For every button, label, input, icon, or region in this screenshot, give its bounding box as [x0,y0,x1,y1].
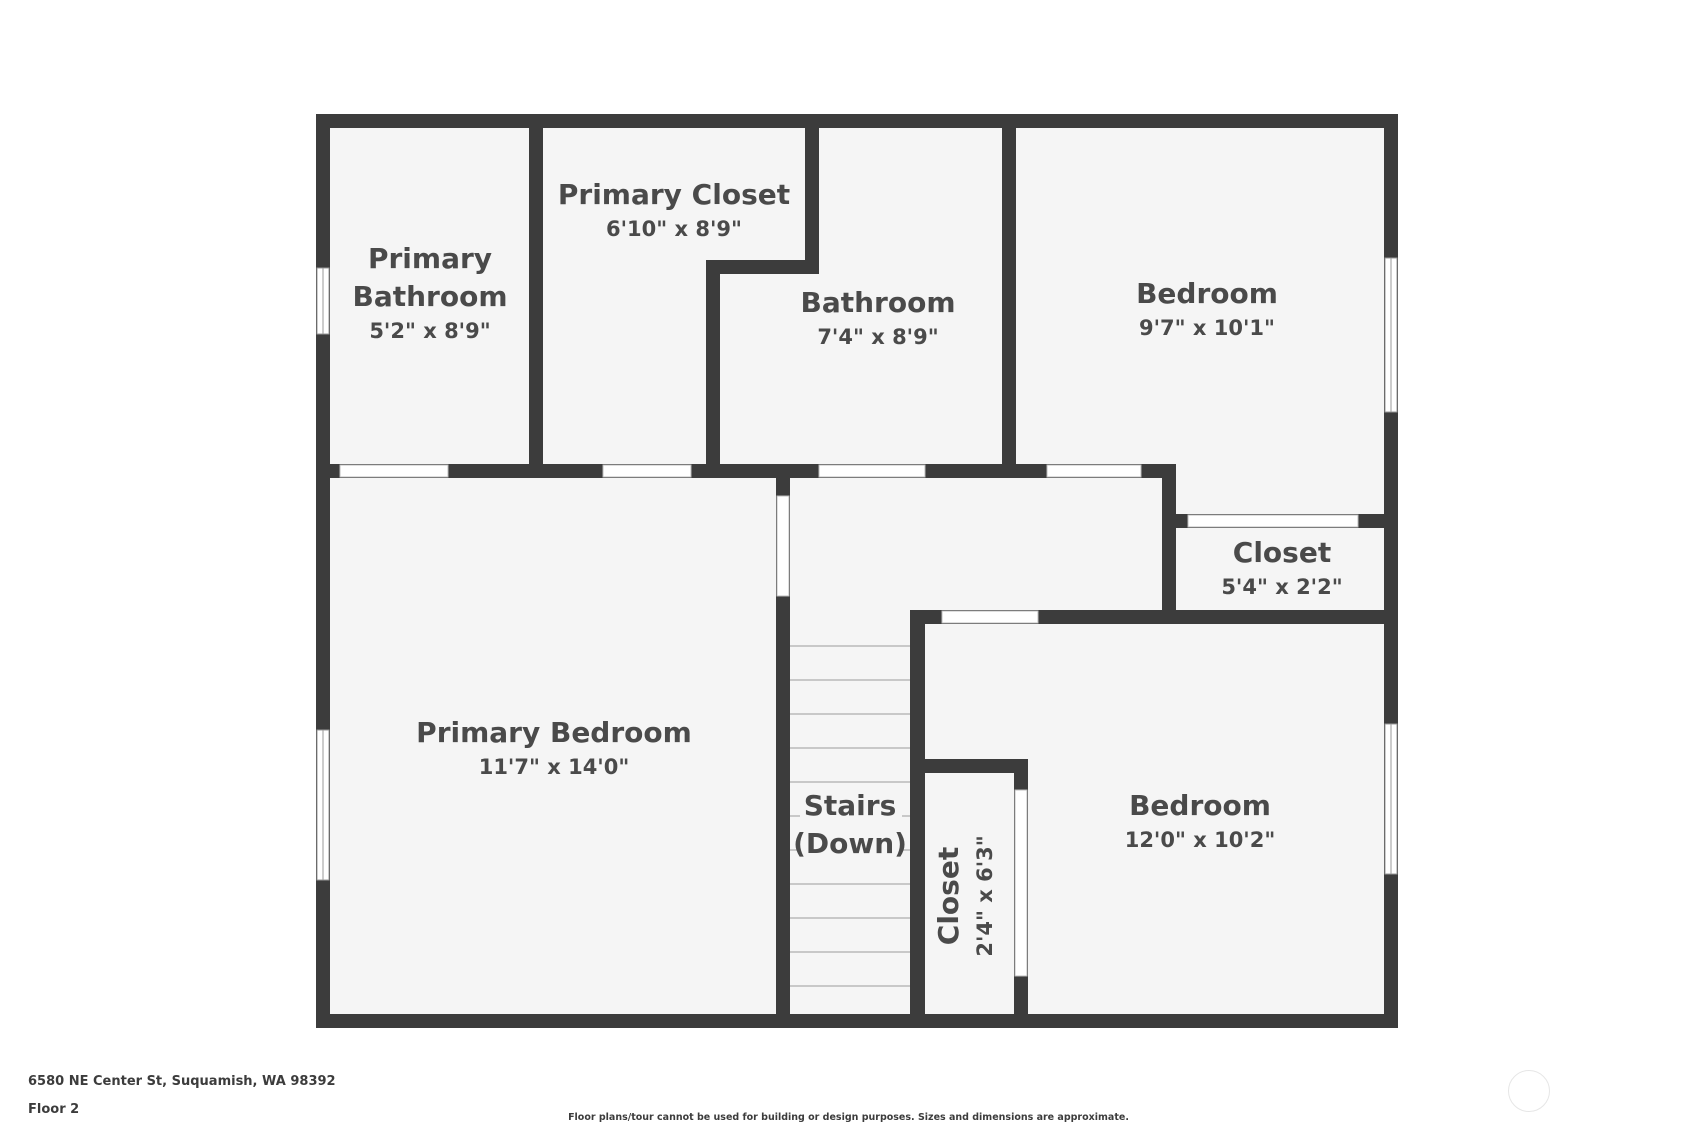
property-address: 6580 NE Center St, Suquamish, WA 98392 [28,1074,336,1089]
wall-closet-notch [706,260,819,274]
room-dims-bedroom-top: 9'7" x 10'1" [1139,316,1275,340]
room-dims-primary-closet: 6'10" x 8'9" [606,217,742,241]
room-label-primary-closet: Primary Closet [558,178,790,211]
floor-bathroom-notch [720,274,819,464]
floor-bedroom-bottom [925,624,1384,759]
floor-hallway [790,478,1162,610]
room-label-primary-bedroom: Primary Bedroom [416,716,692,749]
room-dims-bathroom: 7'4" x 8'9" [817,325,938,349]
room-dims-primary-bathroom: 5'2" x 8'9" [369,319,490,343]
floor-indicator: Floor 2 [28,1102,80,1117]
room-label-stairs-1: Stairs [804,789,897,822]
room-label-closet-small: Closet [932,847,965,945]
room-dims-bedroom-bottom: 12'0" x 10'2" [1125,828,1276,852]
windows [316,257,1398,881]
compass-icon [1508,1070,1550,1112]
disclaimer-text: Floor plans/tour cannot be used for buil… [568,1112,1129,1123]
door-openings [339,464,1359,977]
wall-closet-notch-vert [706,260,720,464]
room-dims-closet-small: 2'4" x 6'3" [973,835,997,956]
room-label-bedroom-bottom: Bedroom [1129,789,1271,822]
floor-primary-bathroom [330,128,529,464]
room-label-closet-right: Closet [1233,536,1331,569]
floor-bedroom-bottom-main [1028,759,1384,1014]
room-label-bathroom: Bathroom [800,286,955,319]
floor-closet-small [925,773,1014,1014]
room-label-stairs-2: (Down) [793,827,907,860]
floor-bathroom [819,128,1002,464]
floor-bedroom-top-ext [1176,464,1384,514]
floor-closet-right [1176,528,1384,610]
room-label-primary-bathroom-1: Primary [368,242,492,275]
room-label-primary-bathroom-2: Bathroom [352,280,507,313]
room-dims-primary-bedroom: 11'7" x 14'0" [479,755,630,779]
floor-bedroom-top [1016,128,1384,464]
stairs-label-group: Stairs (Down) [793,789,907,866]
room-dims-closet-right: 5'4" x 2'2" [1221,575,1342,599]
floor-primary-bedroom [330,478,776,1014]
room-label-bedroom-top: Bedroom [1136,277,1278,310]
